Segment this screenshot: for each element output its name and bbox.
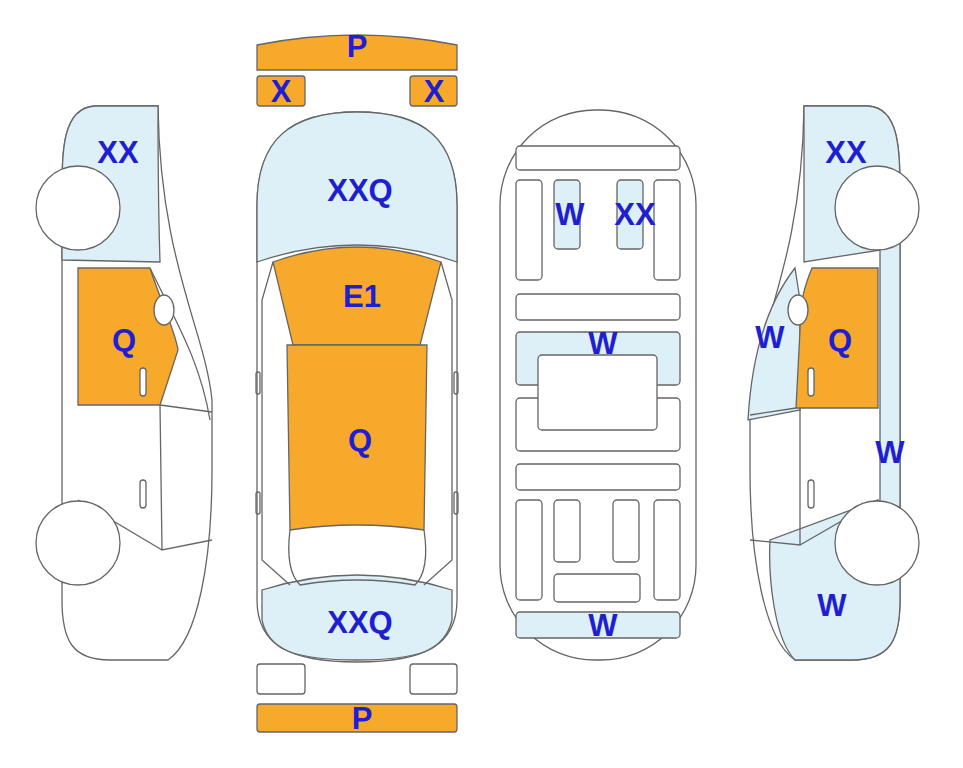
panel-box: P bbox=[262, 702, 462, 735]
damage-label: XXQ bbox=[325, 606, 394, 639]
damage-code: E1 bbox=[343, 281, 381, 312]
damage-label: Q bbox=[826, 324, 854, 357]
damage-code: W bbox=[555, 199, 584, 230]
damage-code: Q bbox=[828, 325, 852, 356]
damage-label: XX bbox=[95, 136, 140, 169]
damage-code: XXQ bbox=[327, 175, 392, 206]
panel-box: W bbox=[521, 609, 685, 642]
damage-label: Q bbox=[110, 324, 138, 357]
damage-code: X bbox=[424, 76, 445, 107]
damage-code: Q bbox=[348, 425, 372, 456]
damage-code: W bbox=[755, 322, 784, 353]
damage-label: XXQ bbox=[325, 174, 394, 207]
damage-label: W bbox=[815, 589, 848, 622]
damage-code: Q bbox=[112, 325, 136, 356]
panel-box: P bbox=[257, 30, 457, 63]
damage-code: P bbox=[352, 703, 373, 734]
damage-code: W bbox=[875, 437, 904, 468]
panel-box: XX bbox=[607, 196, 663, 232]
panel-box: X bbox=[411, 75, 458, 108]
damage-label: Q bbox=[346, 424, 374, 457]
damage-code: W bbox=[588, 610, 617, 641]
damage-label: W bbox=[753, 321, 786, 354]
damage-code: P bbox=[347, 31, 368, 62]
panel-box: W bbox=[550, 196, 590, 232]
damage-code: W bbox=[588, 328, 617, 359]
damage-code: X bbox=[271, 76, 292, 107]
damage-code: XX bbox=[825, 137, 866, 168]
damage-label: W bbox=[873, 436, 906, 469]
damage-code: XXQ bbox=[327, 607, 392, 638]
damage-code: XX bbox=[97, 137, 138, 168]
panel-box: X bbox=[257, 75, 305, 108]
damage-label: XX bbox=[823, 136, 868, 169]
damage-code: XX bbox=[614, 199, 655, 230]
panel-box: W bbox=[521, 327, 685, 360]
damage-label: E1 bbox=[341, 280, 383, 313]
damage-code: W bbox=[817, 590, 846, 621]
